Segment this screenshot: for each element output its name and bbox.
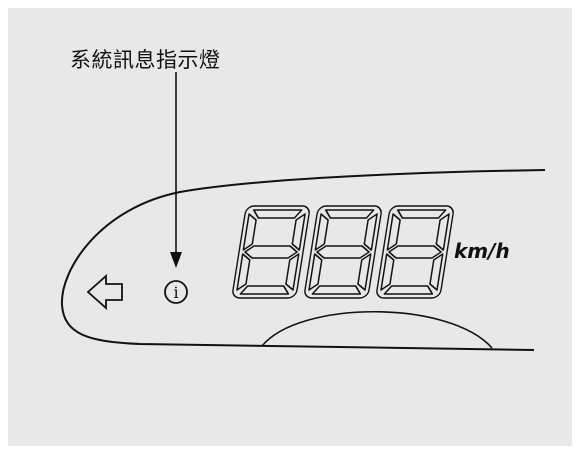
speed-digits [232, 205, 454, 299]
segment-lower-left [380, 253, 395, 291]
segment-bottom [383, 285, 434, 295]
segment-middle [388, 245, 442, 259]
segment-lower-left [236, 253, 251, 291]
segment-upper-left [386, 213, 401, 251]
segment-top [396, 209, 447, 219]
segment-bottom [311, 285, 362, 295]
segment-lower-right [285, 253, 300, 291]
display-housing-outline [60, 169, 546, 351]
segment-lower-right [357, 253, 372, 291]
segment-middle [316, 245, 370, 259]
segment-lower-left [308, 253, 323, 291]
segment-bottom [239, 285, 290, 295]
segment-upper-right [363, 213, 378, 251]
digit-frame [376, 205, 454, 299]
segment-upper-right [291, 213, 306, 251]
diagram-panel [8, 8, 572, 446]
digit-frame [304, 205, 382, 299]
digit-3 [376, 205, 454, 299]
segment-upper-left [314, 213, 329, 251]
segment-middle [244, 245, 298, 259]
segment-lower-right [429, 253, 444, 291]
segment-upper-right [435, 213, 450, 251]
digit-1 [232, 205, 310, 299]
info-indicator-icon: i [164, 280, 188, 304]
callout-arrowhead [170, 252, 182, 268]
callout-label: 系統訊息指示燈 [70, 48, 221, 72]
segment-upper-left [242, 213, 257, 251]
left-arrow-icon [86, 273, 123, 311]
digit-frame [232, 205, 310, 299]
segment-top [324, 209, 375, 219]
display-lower-arc [261, 311, 493, 349]
digit-2 [304, 205, 382, 299]
speed-unit-label: km/h [454, 239, 510, 263]
segment-top [252, 209, 303, 219]
info-symbol: i [173, 283, 178, 302]
